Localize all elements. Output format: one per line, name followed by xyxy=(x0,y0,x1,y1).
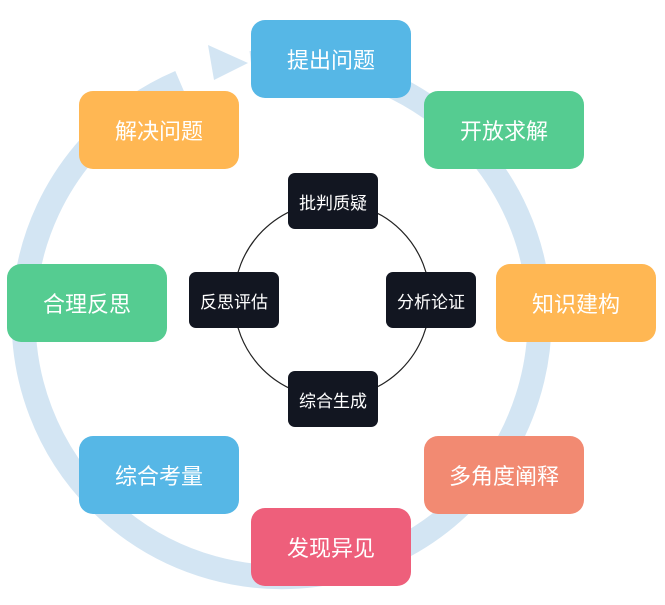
inner-node-synthesis-generation: 综合生成 xyxy=(288,371,378,427)
inner-node-reflective-evaluation: 反思评估 xyxy=(189,272,279,328)
ring-arrowhead xyxy=(208,45,248,80)
node-knowledge-construction: 知识建构 xyxy=(496,264,656,342)
node-discover-dissent: 发现异见 xyxy=(251,508,411,586)
node-reasonable-reflection: 合理反思 xyxy=(7,264,167,342)
node-raise-question: 提出问题 xyxy=(251,20,411,98)
node-solve-problem: 解决问题 xyxy=(79,91,239,169)
node-open-solving: 开放求解 xyxy=(424,91,584,169)
node-comprehensive-consideration: 综合考量 xyxy=(79,436,239,514)
inner-node-analytical-argument: 分析论证 xyxy=(386,272,476,328)
inner-node-critical-questioning: 批判质疑 xyxy=(288,173,378,229)
node-multi-angle-interpretation: 多角度阐释 xyxy=(424,436,584,514)
